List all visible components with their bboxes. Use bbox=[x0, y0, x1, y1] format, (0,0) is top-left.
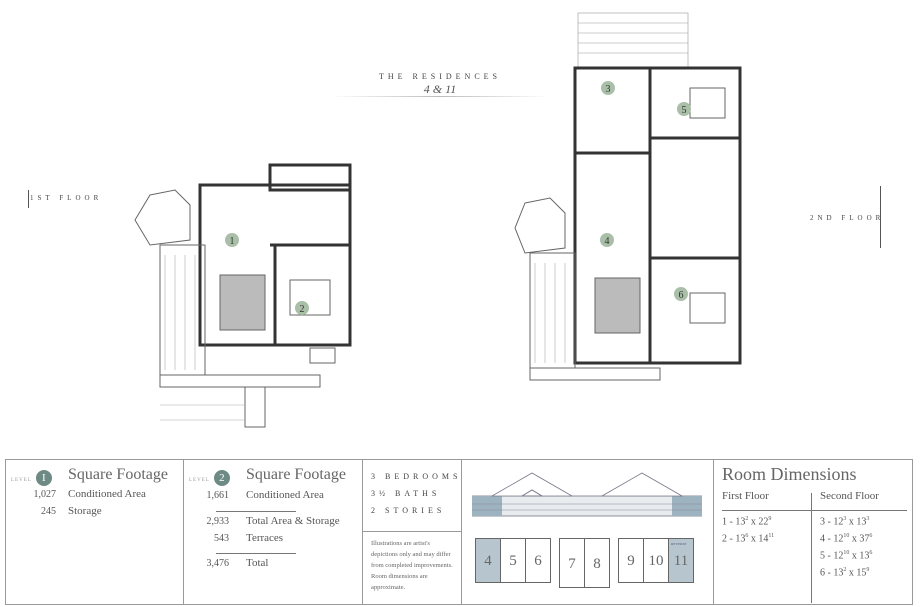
units-title: 4 & 11 bbox=[423, 82, 457, 96]
dimension-part: 5 bbox=[820, 550, 825, 562]
square-footage-title: Square Footage bbox=[246, 466, 346, 483]
dimension-part: 15 bbox=[856, 567, 867, 579]
dimension-part: 9 bbox=[768, 516, 772, 522]
building-elevation bbox=[472, 472, 702, 517]
unit-5: 5 bbox=[500, 538, 526, 583]
dimension-part: 3 bbox=[843, 516, 847, 522]
storage-label: Storage bbox=[68, 505, 102, 517]
first-floor-heading: First Floor bbox=[722, 490, 769, 502]
room-dimension-1: 1 - 132 x 229 bbox=[722, 516, 772, 528]
level2-panel: LEVEL 2 Square Footage 1,661 Conditioned… bbox=[183, 459, 363, 605]
divider bbox=[722, 510, 907, 511]
conditioned-area-value: 1,661 bbox=[206, 490, 230, 501]
unit-6: 6 bbox=[525, 538, 551, 583]
conditioned-area-label: Conditioned Area bbox=[68, 488, 146, 500]
bedrooms: 3 BEDROOMS bbox=[371, 472, 462, 481]
dimension-part: 13 bbox=[735, 533, 746, 545]
room-marker-5: 5 bbox=[682, 105, 687, 116]
baths: 3½ BATHS bbox=[371, 489, 441, 498]
dimension-part: 10 bbox=[843, 550, 850, 556]
dimension-part: 6 bbox=[869, 550, 873, 556]
first-floor-label: 1ST FLOOR bbox=[30, 194, 103, 202]
total-area-storage-value: 2,933 bbox=[206, 516, 230, 527]
dimension-part: 2 bbox=[745, 516, 749, 522]
second-floor-label: 2ND FLOOR bbox=[810, 214, 885, 222]
room-dimension-2: 2 - 136 x 1411 bbox=[722, 533, 775, 545]
level-badge: 2 bbox=[213, 470, 230, 486]
dimension-part: 1 bbox=[722, 516, 727, 528]
unit-10: 10 bbox=[643, 538, 669, 583]
terraces-value: 543 bbox=[214, 533, 229, 544]
room-dimension-3: 3 - 123 x 133 bbox=[820, 516, 870, 528]
second-floor-heading: Second Floor bbox=[820, 490, 879, 502]
total-area-storage-label: Total Area & Storage bbox=[246, 515, 340, 527]
series-title: THE RESIDENCES bbox=[379, 72, 501, 81]
dimension-part: 4 bbox=[820, 533, 825, 545]
total-label: Total bbox=[246, 557, 269, 569]
dimension-part: 11 bbox=[768, 533, 775, 539]
terraces-label: Terraces bbox=[246, 532, 284, 544]
second-floor-tick bbox=[880, 186, 881, 248]
second-floor-plan: 3 4 5 6 bbox=[514, 12, 742, 381]
total-value: 3,476 bbox=[206, 558, 230, 569]
divider bbox=[216, 511, 296, 512]
first-floor-tick bbox=[28, 190, 29, 208]
dimension-part: 6 bbox=[869, 533, 873, 539]
room-dimensions-title: Room Dimensions bbox=[722, 464, 857, 484]
dimension-part: 2 bbox=[843, 567, 847, 573]
storage-value: 245 bbox=[41, 506, 56, 517]
room-marker-2: 2 bbox=[300, 304, 305, 315]
dimension-part: 6 bbox=[820, 567, 825, 579]
room-marker-3: 3 bbox=[606, 84, 611, 95]
unit-11: REVERSE 11 bbox=[668, 538, 694, 583]
features-panel: 3 BEDROOMS 3½ BATHS 2 STORIES bbox=[362, 459, 462, 532]
unit-7: 7 bbox=[559, 538, 585, 588]
level-badge: I bbox=[35, 470, 52, 486]
site-plan-panel: 4 5 6 7 8 9 10 REVERSE 11 bbox=[461, 459, 714, 605]
dimension-part: 12 bbox=[833, 550, 844, 562]
column-divider bbox=[811, 493, 812, 603]
level-label: LEVEL bbox=[11, 478, 32, 483]
unit-4: 4 bbox=[475, 538, 501, 583]
room-marker-4: 4 bbox=[605, 236, 610, 247]
dimension-part: 13 bbox=[833, 567, 844, 579]
room-dimensions-panel: Room Dimensions First Floor Second Floor… bbox=[713, 459, 913, 605]
disclaimer-panel: Illustrations are artist's depictions on… bbox=[362, 531, 462, 605]
dimension-part: 13 bbox=[856, 516, 867, 528]
dimension-part: 10 bbox=[843, 533, 850, 539]
unit-8: 8 bbox=[584, 538, 610, 588]
room-dimension-4: 4 - 1210 x 376 bbox=[820, 533, 873, 545]
conditioned-area-value: 1,027 bbox=[33, 489, 57, 500]
room-dimension-5: 5 - 1210 x 136 bbox=[820, 550, 873, 562]
first-floor-plan: 1 2 bbox=[134, 163, 352, 428]
room-marker-1: 1 bbox=[230, 236, 235, 247]
room-dimension-6: 6 - 132 x 159 bbox=[820, 567, 870, 579]
level-label: LEVEL bbox=[189, 478, 210, 483]
dimension-part: 12 bbox=[833, 533, 844, 545]
dimension-part: 3 bbox=[820, 516, 825, 528]
title-divider bbox=[330, 96, 550, 97]
dimension-part: 37 bbox=[859, 533, 870, 545]
dimension-part: 2 bbox=[722, 533, 727, 545]
room-marker-6: 6 bbox=[679, 290, 684, 301]
square-footage-title: Square Footage bbox=[68, 466, 168, 483]
conditioned-area-label: Conditioned Area bbox=[246, 489, 324, 501]
reverse-label: REVERSE bbox=[671, 542, 687, 546]
disclaimer: Illustrations are artist's depictions on… bbox=[371, 540, 453, 591]
unit-9: 9 bbox=[618, 538, 644, 583]
level1-panel: LEVEL I Square Footage 1,027 Conditioned… bbox=[5, 459, 184, 605]
dimension-part: 12 bbox=[833, 516, 844, 528]
unit-11-number: 11 bbox=[673, 553, 689, 569]
stories: 2 STORIES bbox=[371, 506, 446, 515]
divider bbox=[216, 553, 296, 554]
dimension-part: 6 bbox=[745, 533, 749, 539]
dimension-part: 3 bbox=[866, 516, 870, 522]
dimension-part: 14 bbox=[758, 533, 769, 545]
dimension-part: 9 bbox=[866, 567, 870, 573]
dimension-part: 13 bbox=[735, 516, 746, 528]
dimension-part: 22 bbox=[758, 516, 769, 528]
dimension-part: 13 bbox=[859, 550, 870, 562]
